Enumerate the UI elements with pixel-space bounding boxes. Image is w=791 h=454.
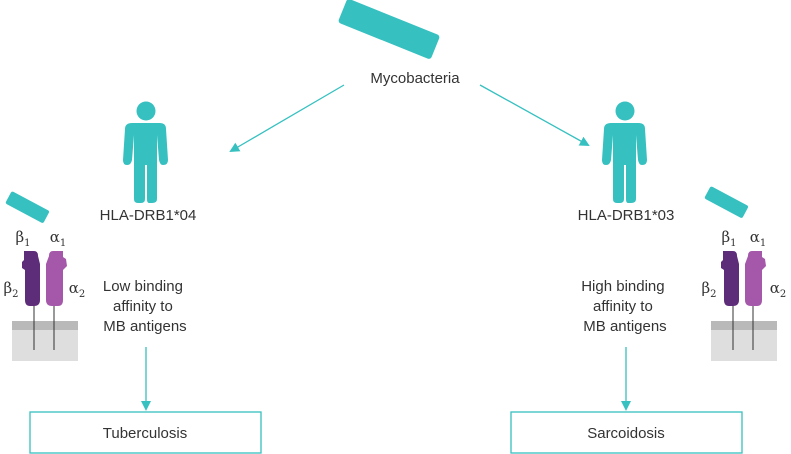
alpha2-label: α2	[69, 279, 86, 300]
mhc-class-ii-molecule-right	[711, 251, 777, 361]
mycobacterium-icon	[338, 0, 440, 59]
arrow-to-left-person	[229, 84, 345, 153]
source-label: Mycobacteria	[370, 70, 460, 87]
binding-text-left: Low binding affinity to MB antigens	[103, 278, 187, 335]
person-icon	[602, 101, 647, 203]
beta1-label: β1	[15, 228, 30, 249]
alpha2-label: α2	[770, 279, 787, 300]
alpha1-label: α1	[750, 228, 767, 249]
outcome-box-left	[29, 411, 262, 454]
mycobacterium-icon	[5, 191, 50, 223]
alpha1-label: α1	[50, 228, 67, 249]
beta2-label: β2	[701, 279, 716, 300]
hla-label-left: HLA-DRB1*04	[100, 207, 197, 224]
beta1-label: β1	[721, 228, 736, 249]
mycobacterium-icon	[704, 186, 749, 218]
hla-label-right: HLA-DRB1*03	[578, 207, 675, 224]
outcome-label-right: Sarcoidosis	[587, 425, 665, 442]
binding-text-right: High binding affinity to MB antigens	[581, 278, 669, 335]
mhc-class-ii-molecule-left	[12, 251, 78, 361]
person-icon	[123, 101, 168, 203]
outcome-box-right	[510, 411, 743, 454]
arrow-to-right-person	[479, 84, 590, 146]
outcome-label-left: Tuberculosis	[103, 425, 187, 442]
beta2-label: β2	[3, 279, 18, 300]
